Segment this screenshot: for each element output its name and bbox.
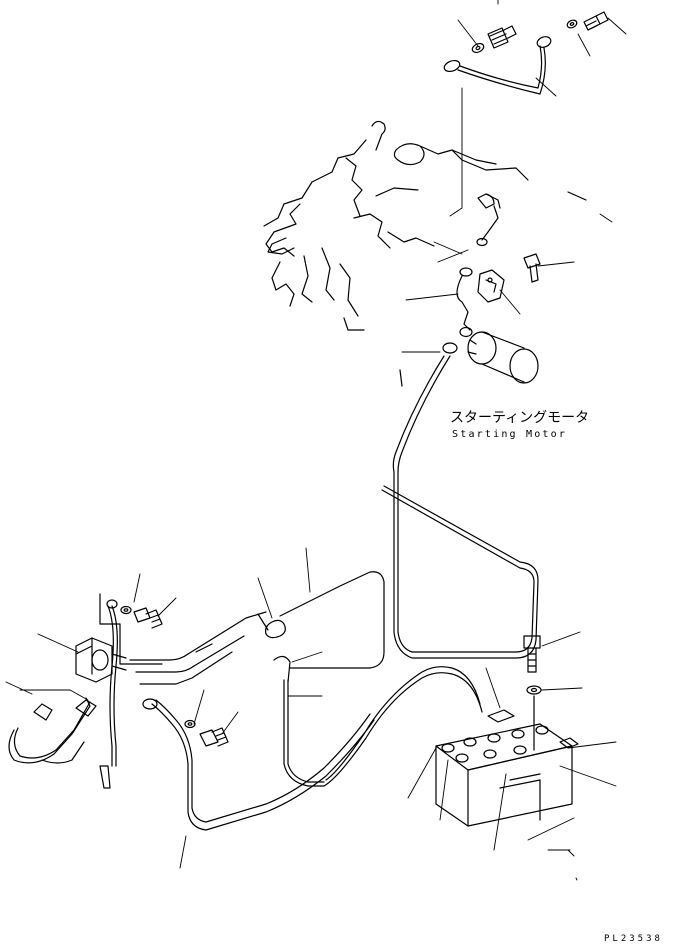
drawing-number: PL23538 [604,934,663,944]
battery-cable-b [273,655,483,787]
top-bolt-left [487,25,517,49]
starter-main-cable [381,342,539,659]
cable-bolt [199,727,229,747]
leader-lines-bottom [5,547,617,881]
ground-strap-cable [443,36,552,95]
top-bolt-right [583,11,609,31]
relay-bolt [133,607,163,629]
starting-motor [467,331,539,384]
terminal-bolt [523,253,541,283]
relay-washer [120,605,132,615]
battery-cable-c [142,698,375,831]
battery-holddown-bolt [523,635,542,751]
small-lead-wire [456,267,473,338]
leader-lines-mid [401,241,575,353]
starter-switch-bracket [477,269,505,303]
top-washer-right [566,19,578,29]
harness-trunk [99,593,267,685]
battery-cable-a [257,571,385,669]
battery-relay [75,637,127,683]
starting-motor-label-en: Starting Motor [452,429,567,440]
cable-washer [184,719,196,729]
starter-relay-bracket [476,193,501,247]
leader-lines-top [449,0,627,223]
engine-outline [263,120,587,387]
relay-wiring [8,599,118,789]
battery [435,709,579,827]
top-washer-left [471,42,485,54]
starting-motor-label-jp: スターティングモータ [450,410,589,426]
